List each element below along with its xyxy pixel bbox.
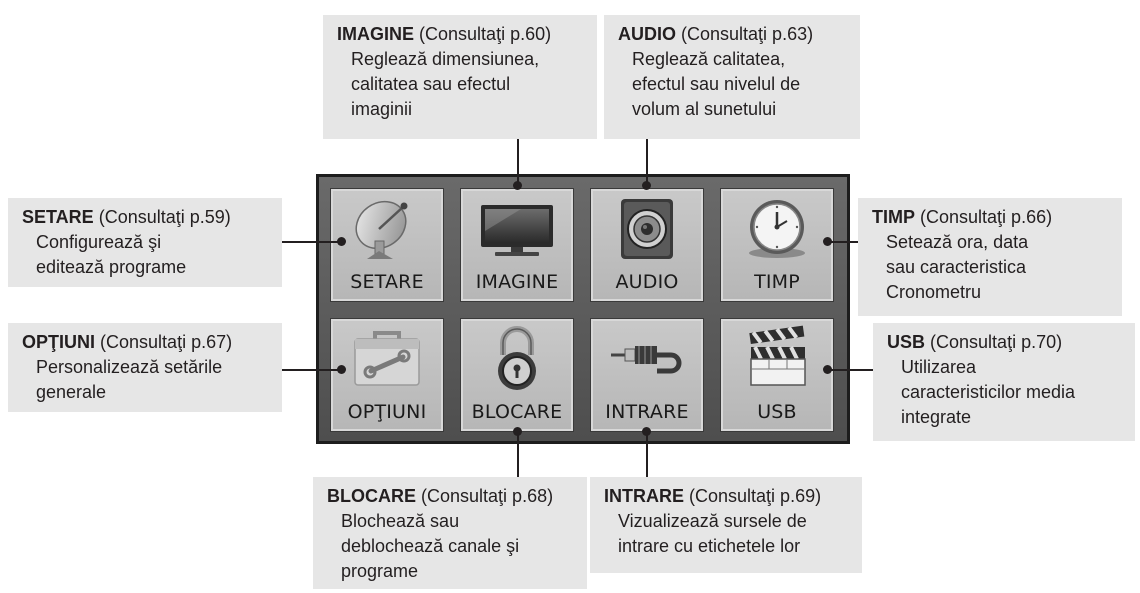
callout-intrare: INTRARE (Consultaţi p.69) Vizualizează s… — [590, 477, 862, 573]
connector-dot-blocare — [513, 427, 522, 436]
satellite-dish-icon — [355, 200, 408, 259]
menu-tile-optiuni[interactable]: OPŢIUNI — [330, 318, 444, 432]
connector-dot-imagine — [513, 181, 522, 190]
menu-tile-label: BLOCARE — [471, 401, 563, 423]
callout-ref: (Consultaţi p.60) — [419, 24, 552, 44]
menu-tile-label: IMAGINE — [475, 271, 559, 293]
menu-tile-label: SETARE — [350, 271, 424, 293]
connector-optiuni — [282, 369, 342, 371]
callout-description: Blochează sau deblochează canale şi prog… — [341, 511, 520, 581]
menu-tile-label: USB — [757, 401, 797, 423]
callout-imagine: IMAGINE (Consultaţi p.60) Reglează dimen… — [323, 15, 597, 139]
menu-tile-label: INTRARE — [605, 401, 689, 423]
callout-ref: (Consultaţi p.68) — [421, 486, 554, 506]
callout-description: Vizualizează sursele de intrare cu etich… — [618, 511, 807, 556]
menu-tile-usb[interactable]: USB — [720, 318, 834, 432]
clock-icon — [749, 200, 805, 258]
callout-description: Reglează calitatea, efectul sau nivelul … — [632, 49, 801, 119]
callout-title: BLOCARE — [327, 486, 416, 506]
menu-tile-blocare[interactable]: BLOCARE — [460, 318, 574, 432]
callout-optiuni: OPŢIUNI (Consultaţi p.67) Personalizează… — [8, 323, 282, 412]
callout-description: Reglează dimensiunea, calitatea sau efec… — [351, 49, 540, 119]
callout-title: IMAGINE — [337, 24, 415, 44]
speaker-icon — [621, 199, 673, 259]
callout-title: AUDIO — [618, 24, 676, 44]
callout-description: Configurează şi editează programe — [36, 232, 187, 277]
connector-dot-audio — [642, 181, 651, 190]
callout-setare: SETARE (Consultaţi p.59) Configurează şi… — [8, 198, 282, 287]
callout-timp: TIMP (Consultaţi p.66) Setează ora, data… — [858, 198, 1122, 316]
connector-dot-optiuni — [337, 365, 346, 374]
callout-ref: (Consultaţi p.70) — [930, 332, 1063, 352]
connector-dot-intrare — [642, 427, 651, 436]
connector-blocare — [517, 432, 519, 477]
padlock-icon — [498, 326, 536, 390]
connector-audio — [646, 139, 648, 186]
connector-setare — [282, 241, 342, 243]
menu-tile-intrare[interactable]: INTRARE — [590, 318, 704, 432]
callout-title: OPŢIUNI — [22, 332, 96, 352]
callout-title: USB — [887, 332, 926, 352]
callout-title: INTRARE — [604, 486, 684, 506]
connector-dot-setare — [337, 237, 346, 246]
callout-blocare: BLOCARE (Consultaţi p.68) Blochează sau … — [313, 477, 587, 589]
menu-tile-audio[interactable]: AUDIO — [590, 188, 704, 302]
callout-description: Personalizează setările generale — [36, 357, 223, 402]
connector-intrare — [646, 432, 648, 477]
menu-tile-setare[interactable]: SETARE — [330, 188, 444, 302]
callout-description: Setează ora, data sau caracteristica Cro… — [886, 232, 1029, 302]
tv-monitor-icon — [481, 205, 553, 256]
callout-ref: (Consultaţi p.66) — [920, 207, 1053, 227]
connector-imagine — [517, 139, 519, 186]
callout-audio: AUDIO (Consultaţi p.63) Reglează calitat… — [604, 15, 860, 139]
menu-tile-label: AUDIO — [615, 271, 679, 293]
callout-usb: USB (Consultaţi p.70) Utilizarea caracte… — [873, 323, 1135, 441]
callout-description: Utilizarea caracteristicilor media integ… — [901, 357, 1076, 427]
connector-usb — [828, 369, 873, 371]
callout-ref: (Consultaţi p.67) — [100, 332, 233, 352]
callout-title: TIMP — [872, 207, 915, 227]
clapperboard-icon — [749, 325, 806, 386]
connector-dot-timp — [823, 237, 832, 246]
av-cable-icon — [611, 346, 682, 374]
menu-tile-label: TIMP — [754, 271, 800, 293]
callout-ref: (Consultaţi p.59) — [98, 207, 231, 227]
menu-tile-imagine[interactable]: IMAGINE — [460, 188, 574, 302]
callout-title: SETARE — [22, 207, 94, 227]
menu-tile-timp[interactable]: TIMP — [720, 188, 834, 302]
tv-menu-panel: SETARE IMAGINE AUDIO — [316, 174, 850, 444]
connector-timp — [828, 241, 858, 243]
callout-ref: (Consultaţi p.63) — [681, 24, 814, 44]
callout-ref: (Consultaţi p.69) — [689, 486, 822, 506]
toolbox-icon — [354, 331, 420, 386]
menu-tile-label: OPŢIUNI — [347, 401, 427, 423]
connector-dot-usb — [823, 365, 832, 374]
